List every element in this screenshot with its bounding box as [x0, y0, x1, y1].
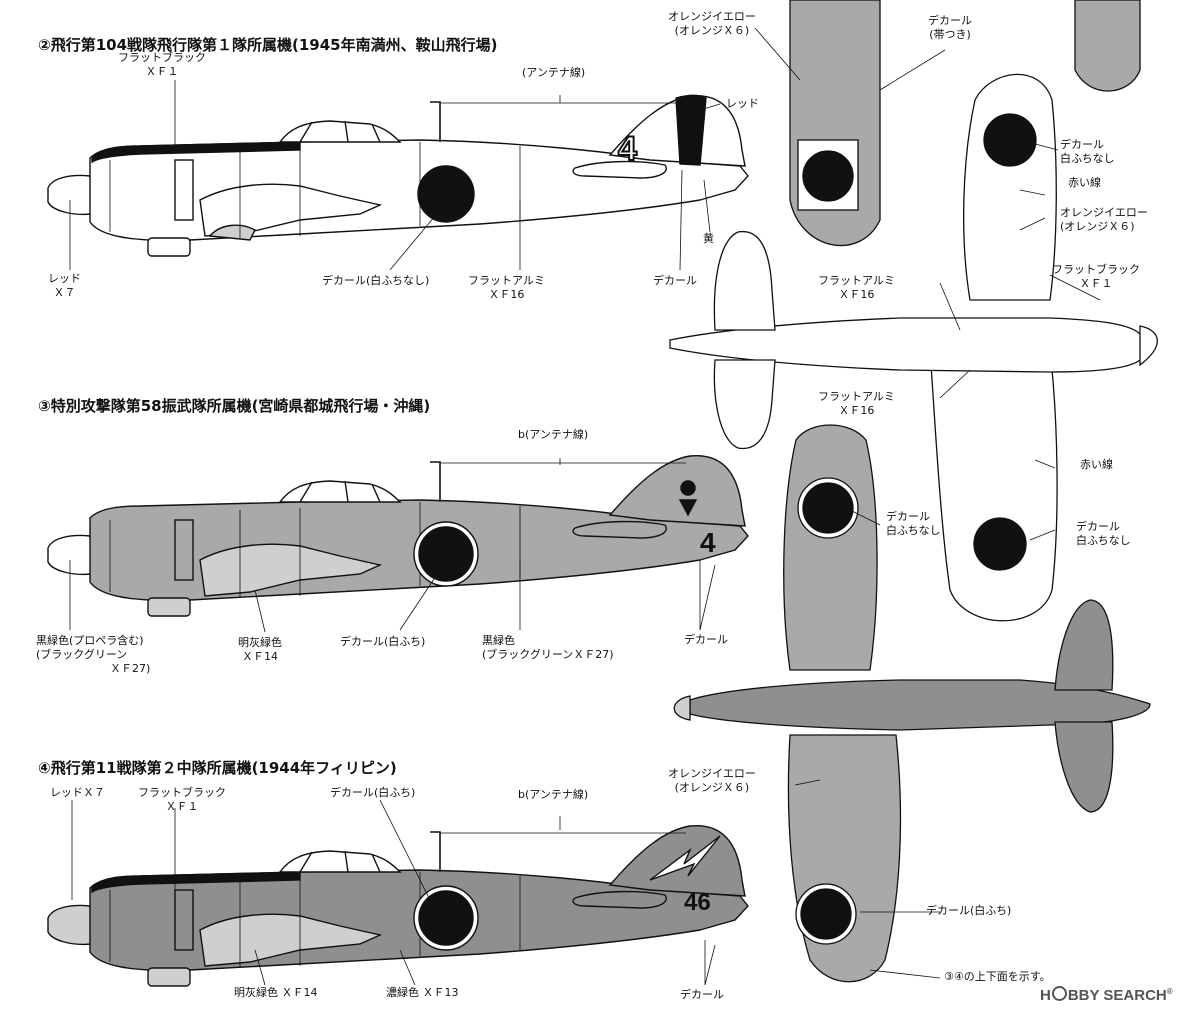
s2-decal-plain-label: デカール(白ふちなし)	[322, 274, 430, 287]
pt-flat-alu-1-label: フラットアルミ ＸＦ16	[818, 274, 895, 302]
pt-red-line-label: 赤い線	[1068, 176, 1101, 189]
s4-red-x7-label: レッドＸ７	[50, 786, 105, 799]
s3-light-grey-green-label: 明灰緑色 ＸＦ14	[238, 636, 282, 664]
pt-decal-noborder-name: デカール	[1060, 138, 1104, 151]
s2-yellow-label: 黄	[703, 232, 714, 245]
pb-decal-white-label: デカール(白ふち)	[926, 904, 1012, 917]
pt-decal-band-label: デカール (帯つき)	[928, 14, 972, 42]
s3-antenna-label: b(アンテナ線)	[518, 428, 589, 441]
scheme4-tail-number: 46	[684, 889, 711, 916]
pt-flat-alu-2-name: フラットアルミ	[818, 390, 895, 403]
s3-black-green-code: ＸＦ27)	[110, 662, 151, 675]
pt-decal-noborder-2-desc: 白ふちなし	[1076, 534, 1131, 547]
s2-flat-black-code: ＸＦ１	[145, 65, 179, 78]
plan-bottom-view	[673, 424, 1151, 983]
scheme3-side-view	[47, 455, 749, 617]
s2-flat-black-label: フラットブラック ＸＦ１	[118, 51, 206, 79]
plan-partial-wing-top	[789, 0, 1141, 247]
scheme4-title: ④飛行第11戦隊第２中隊所属機(1944年フィリピン)	[38, 759, 397, 777]
s4-flat-black-code: ＸＦ１	[165, 800, 199, 813]
s3-lgg-code: ＸＦ14	[242, 650, 278, 663]
scheme2-title: ②飛行第104戦隊飛行隊第１隊所属機(1945年南満州、鞍山飛行場)	[38, 36, 498, 54]
s2-red-spinner-code: Ｘ７	[53, 286, 76, 299]
scheme2-side-view	[47, 94, 749, 257]
pb-orange-code: (オレンジＸ６)	[674, 781, 750, 794]
s2-flat-alu-code: ＸＦ16	[488, 288, 525, 301]
pt-decal-band-desc: (帯つき)	[929, 28, 971, 41]
pt-orange-top-label: オレンジイエロー (オレンジＸ６)	[668, 10, 756, 38]
watermark-o-icon	[1051, 986, 1067, 1001]
scheme4-side-view	[47, 825, 749, 987]
s2-red-spinner-name: レッド	[48, 272, 81, 285]
watermark-brand-b: BBY SEARCH	[1067, 987, 1167, 1004]
s3-lgg-name: 明灰緑色	[238, 636, 282, 649]
pt-decal-noborder-label: デカール 白ふちなし	[1060, 138, 1115, 166]
pb-decal-noborder-name: デカール	[886, 510, 930, 523]
pb-decal-noborder-label: デカール 白ふちなし	[886, 510, 941, 538]
watermark-brand-a: H	[1040, 987, 1051, 1004]
s3-black-green-name: 黒緑色(プロペラ含む)	[36, 634, 144, 647]
s2-decal-label: デカール	[653, 274, 697, 287]
s3-decal-white-label: デカール(白ふち)	[340, 635, 426, 648]
s4-flat-black-name: フラットブラック	[138, 786, 226, 799]
s2-red-tail-label: レッド	[726, 97, 759, 110]
pt-decal-noborder-desc: 白ふちなし	[1060, 152, 1115, 165]
s4-decal-white-label: デカール(白ふち)	[330, 786, 416, 799]
s4-light-grey-green-label: 明灰緑色 ＸＦ14	[234, 986, 318, 999]
pt-orange-top-name: オレンジイエロー	[668, 10, 756, 23]
pt-flat-black-label: フラットブラック ＸＦ１	[1052, 263, 1140, 291]
scheme3-title: ③特別攻撃隊第58振武隊所属機(宮崎県都城飛行場・沖縄)	[38, 397, 431, 415]
pt-orange-mid-label: オレンジイエロー (オレンジＸ６)	[1060, 206, 1148, 234]
pt-orange-top-code: (オレンジＸ６)	[674, 24, 750, 37]
plan-top-view	[669, 73, 1158, 622]
scheme2-tail-number: 4	[618, 130, 637, 168]
pt-flat-alu-1-name: フラットアルミ	[818, 274, 895, 287]
s2-red-spinner-label: レッド Ｘ７	[48, 272, 81, 300]
pb-decal-noborder-desc: 白ふちなし	[886, 524, 941, 537]
pt-decal-noborder-2-label: デカール 白ふちなし	[1076, 520, 1131, 548]
s4-antenna-label: b(アンテナ線)	[518, 788, 589, 801]
s3-black-green-label: 黒緑色(プロペラ含む) (ブラックグリーン ＸＦ27)	[36, 634, 150, 676]
pt-flat-black-code: ＸＦ１	[1079, 277, 1113, 290]
pt-orange-mid-name: オレンジイエロー	[1060, 206, 1148, 219]
scheme3-tail-number: 4	[700, 527, 716, 558]
pt-flat-alu-2-label: フラットアルミ ＸＦ16	[818, 390, 895, 418]
pt-flat-black-name: フラットブラック	[1052, 263, 1140, 276]
pb-orange-name: オレンジイエロー	[668, 767, 756, 780]
s4-decal-label: デカール	[680, 988, 724, 1001]
s4-dark-green-label: 濃緑色 ＸＦ13	[386, 986, 459, 999]
pt-decal-noborder-2-name: デカール	[1076, 520, 1120, 533]
watermark-logo: H BBY SEARCH®	[1040, 986, 1173, 1004]
s2-antenna-label: (アンテナ線)	[522, 66, 586, 79]
pt-flat-alu-2-code: ＸＦ16	[838, 404, 875, 417]
s3-black-green-2-label: 黒緑色 (ブラックグリーンＸＦ27)	[482, 634, 614, 662]
s3-black-green-desc: (ブラックグリーン	[36, 648, 128, 661]
pb-orange-label: オレンジイエロー (オレンジＸ６)	[668, 767, 756, 795]
s3-decal-label: デカール	[684, 633, 728, 646]
pt-flat-alu-1-code: ＸＦ16	[838, 288, 875, 301]
leader-lines	[69, 27, 1101, 986]
s3-black-green-2-name: 黒緑色	[482, 634, 515, 647]
pb-note-label: ③④の上下面を示す。	[944, 970, 1051, 983]
s2-flat-black-name: フラットブラック	[118, 51, 206, 64]
watermark-trademark: ®	[1166, 987, 1173, 996]
s4-flat-black-label: フラットブラック ＸＦ１	[138, 786, 226, 814]
pt-orange-mid-code: (オレンジＸ６)	[1060, 220, 1135, 233]
pt-red-line-2-label: 赤い線	[1080, 458, 1113, 471]
s2-flat-alu-label: フラットアルミ ＸＦ16	[468, 274, 545, 302]
s2-flat-alu-name: フラットアルミ	[468, 274, 545, 287]
pt-decal-band-name: デカール	[928, 14, 972, 27]
s3-black-green-2-code: (ブラックグリーンＸＦ27)	[482, 648, 614, 661]
